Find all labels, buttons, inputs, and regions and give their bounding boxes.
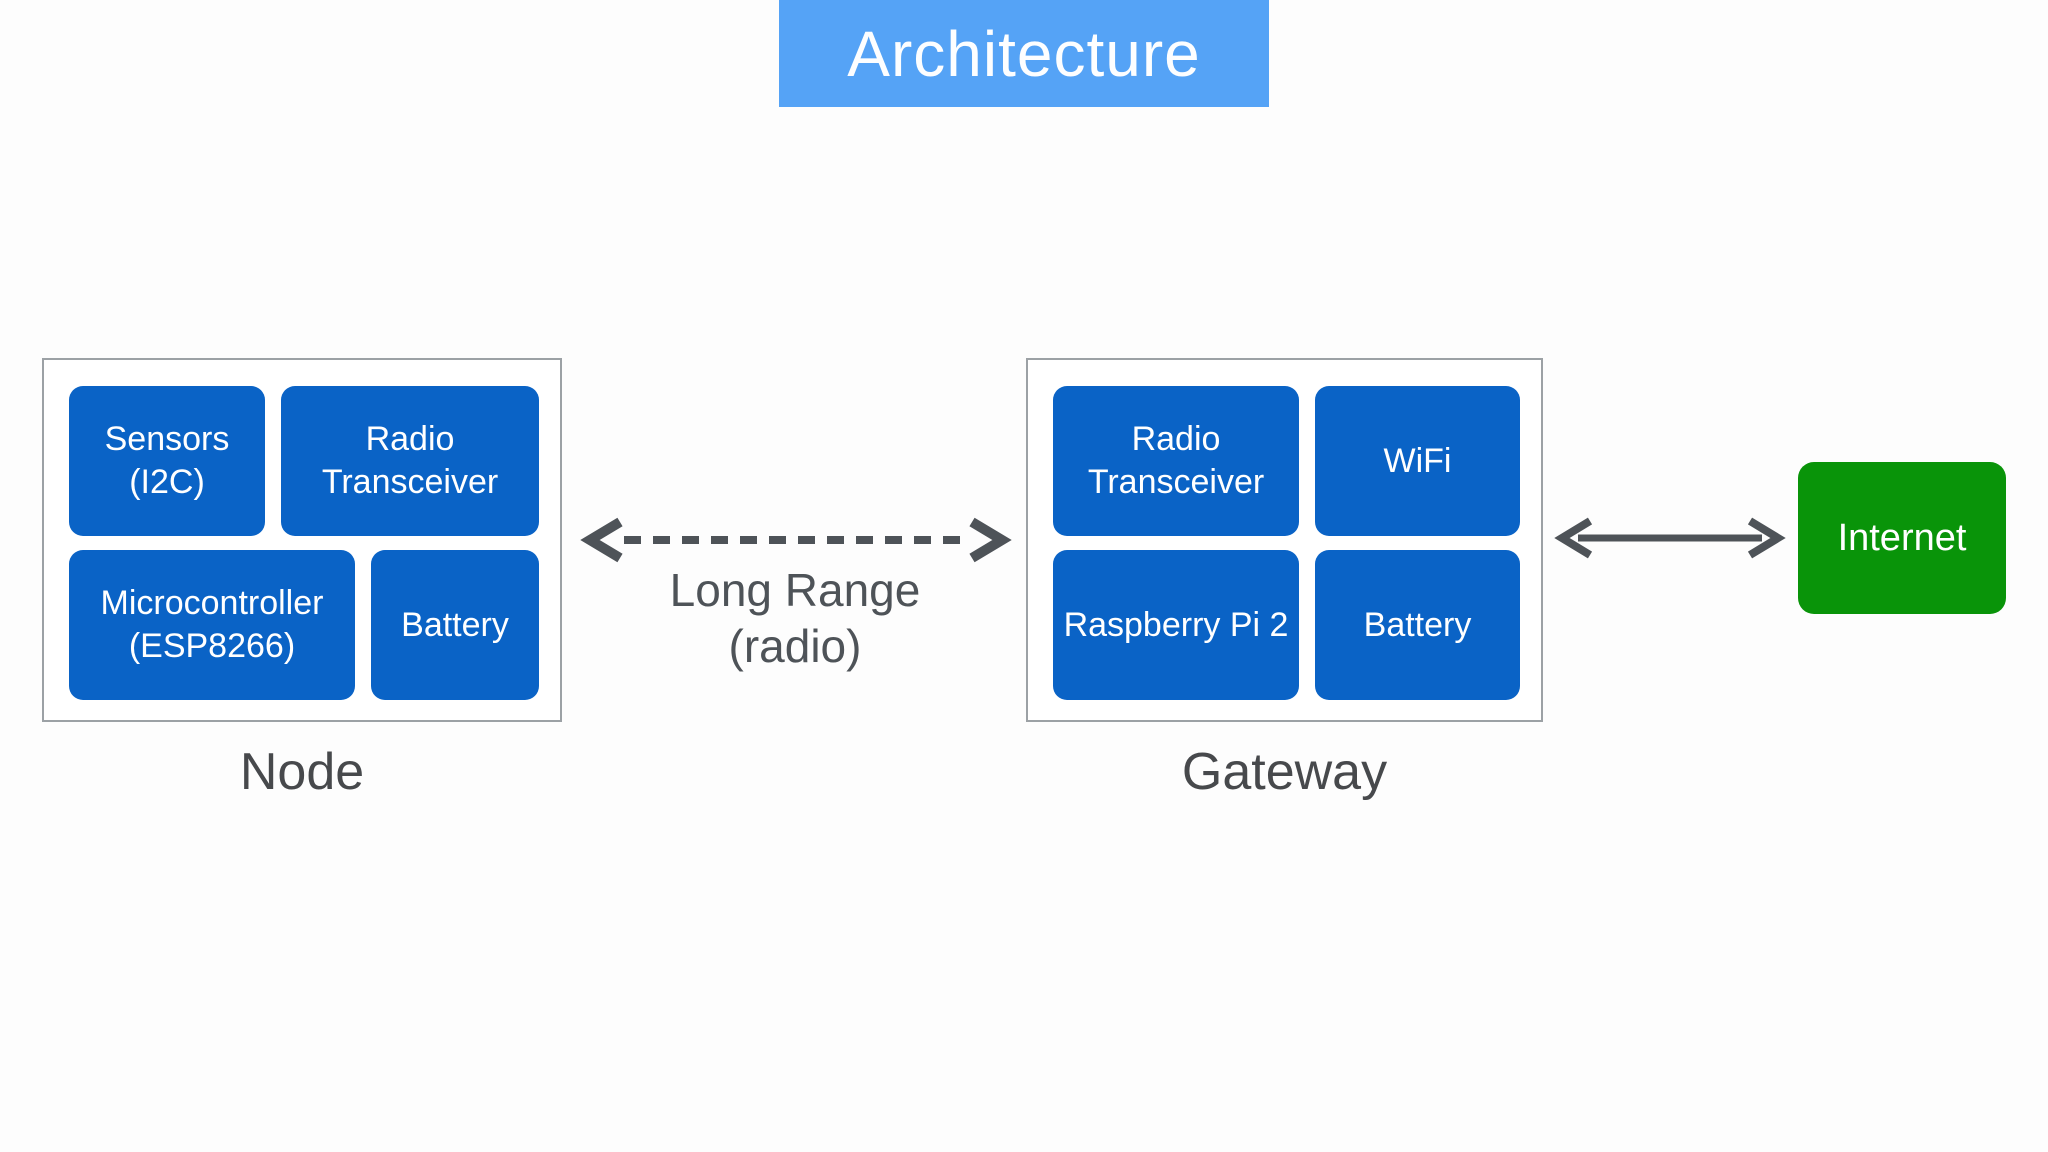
node-gateway-dashed-arrow bbox=[580, 517, 1012, 563]
gateway-block-battery: Battery bbox=[1315, 550, 1520, 700]
gateway-block-radio-transceiver: Radio Transceiver bbox=[1053, 386, 1299, 536]
block-label: Sensors bbox=[104, 420, 230, 459]
arrow-left-head-icon bbox=[1554, 517, 1593, 559]
block-label: Battery bbox=[401, 605, 509, 644]
node-block-microcontroller: Microcontroller (ESP8266) bbox=[69, 550, 355, 700]
internet-box: Internet bbox=[1798, 462, 2006, 614]
long-range-line2: (radio) bbox=[728, 620, 862, 673]
block-label: Radio bbox=[1131, 420, 1221, 459]
block-label: Radio bbox=[365, 420, 455, 459]
node-label: Node bbox=[239, 743, 365, 801]
block-label: Raspberry Pi 2 bbox=[1063, 605, 1289, 644]
gateway-label: Gateway bbox=[1181, 743, 1388, 801]
arrow-left-head-icon bbox=[580, 517, 623, 563]
block-label: WiFi bbox=[1383, 441, 1452, 480]
gateway-internet-solid-arrow bbox=[1554, 517, 1786, 559]
page-title: Architecture bbox=[847, 17, 1201, 90]
node-block-radio-transceiver: Radio Transceiver bbox=[281, 386, 539, 536]
gateway-block-wifi: WiFi bbox=[1315, 386, 1520, 536]
block-label: Microcontroller bbox=[100, 584, 324, 623]
gateway-block-raspberry-pi: Raspberry Pi 2 bbox=[1053, 550, 1299, 700]
gateway-box: Radio Transceiver WiFi Raspberry Pi 2 Ba… bbox=[1026, 358, 1543, 722]
block-label: Battery bbox=[1363, 605, 1472, 644]
block-label: Transceiver bbox=[321, 463, 499, 501]
block-label: (ESP8266) bbox=[128, 627, 296, 665]
title-banner: Architecture bbox=[779, 0, 1269, 107]
arrow-right-head-icon bbox=[1747, 517, 1786, 559]
node-box: Sensors (I2C) Radio Transceiver Microcon… bbox=[42, 358, 562, 722]
long-range-line1: Long Range bbox=[669, 564, 921, 616]
node-block-battery: Battery bbox=[371, 550, 539, 700]
node-block-sensors: Sensors (I2C) bbox=[69, 386, 265, 536]
internet-label: Internet bbox=[1837, 516, 1967, 559]
long-range-label: Long Range (radio) bbox=[595, 562, 995, 674]
block-label: Transceiver bbox=[1087, 463, 1265, 501]
block-label: (I2C) bbox=[129, 463, 205, 501]
arrow-right-head-icon bbox=[969, 517, 1012, 563]
